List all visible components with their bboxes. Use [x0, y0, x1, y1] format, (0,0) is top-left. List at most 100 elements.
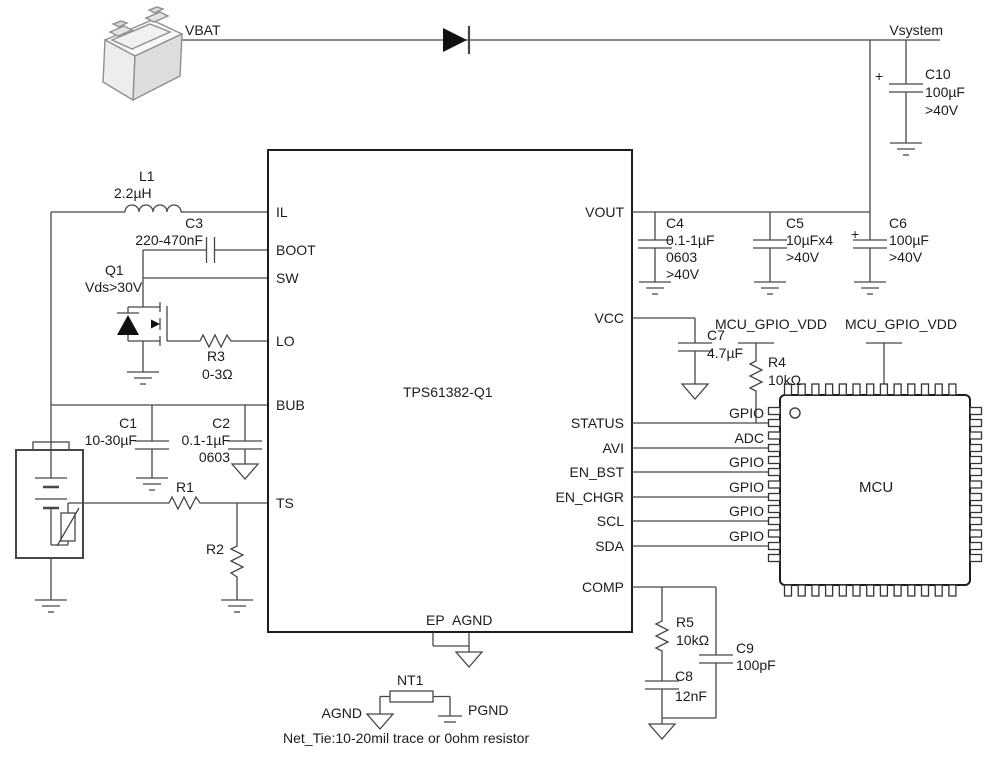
c10-polarity: +: [875, 68, 884, 84]
c3-ref: C3: [185, 215, 203, 231]
resistor-R1-symbol: [68, 495, 268, 511]
ic-pin-sw: SW: [276, 270, 299, 286]
ic-body: [267, 149, 633, 633]
vbat-net-label: VBAT: [185, 22, 221, 38]
power-rail-left-symbol: [738, 342, 774, 358]
ic-pin-scl: SCL: [596, 513, 624, 529]
ic-pin-en-chgr: EN_CHGR: [555, 489, 624, 505]
signal-wires: [632, 422, 769, 547]
r2-ref: R2: [206, 541, 224, 557]
c10-value: 100µF: [925, 84, 965, 100]
ic-pin-vout: VOUT: [585, 204, 624, 220]
mcu-wire-label-en-chgr: GPIO: [728, 479, 764, 495]
r3-ref: R3: [207, 348, 225, 364]
mcu-pins: [767, 383, 983, 597]
capacitor-C2-symbol: [227, 405, 263, 480]
ep-agnd-wires: [432, 633, 483, 668]
c10-ref: C10: [925, 66, 951, 82]
c8-ref: C8: [675, 668, 693, 684]
ic-pin-sda: SDA: [595, 538, 624, 554]
c6-ref: C6: [889, 215, 907, 231]
vsystem-net-label: Vsystem: [889, 22, 943, 38]
l1-value: 2.2µH: [114, 185, 152, 201]
c1-value: 10-30µF: [84, 432, 137, 448]
ic-pin-en-bst: EN_BST: [569, 464, 624, 480]
c9-ref: C9: [736, 640, 754, 656]
c4-ref: C4: [666, 215, 684, 231]
capacitor-C5-symbol: [752, 212, 788, 295]
reverse-blocking-diode-symbol: [443, 26, 471, 54]
mcu-power-rail-right-label: MCU_GPIO_VDD: [845, 316, 958, 332]
c2-size: 0603: [198, 449, 230, 465]
mcu-body: [779, 394, 971, 586]
r4-value: 10kΩ: [768, 372, 802, 388]
c6-value: 100µF: [889, 232, 929, 248]
c10-rating: >40V: [925, 102, 959, 118]
capacitor-C10-symbol: [888, 40, 924, 156]
q1-value: Vds>30V: [85, 279, 143, 295]
r4-ref: R4: [768, 354, 786, 370]
mcu-wire-label-avi: ADC: [734, 430, 764, 446]
ic-pin-ep: EP: [426, 612, 445, 628]
mcu-wire-label-sda: GPIO: [728, 528, 764, 544]
power-rail-right-symbol: [866, 342, 902, 384]
sw-wire: [142, 250, 268, 307]
mcu-wire-label-scl: GPIO: [728, 503, 764, 519]
mcu-power-rail-left-label: MCU_GPIO_VDD: [715, 316, 828, 332]
comp-network-symbol: [632, 586, 734, 740]
l1-ref: L1: [139, 168, 155, 184]
c7-ref: C7: [707, 327, 725, 343]
ic-pin-vcc: VCC: [594, 310, 624, 326]
ic-pin-ts: TS: [276, 495, 294, 511]
c5-value: 10µFx4: [786, 232, 833, 248]
r1-ref: R1: [176, 479, 194, 495]
ic-pin-boot: BOOT: [276, 242, 316, 258]
c6-polarity: +: [851, 226, 860, 242]
capacitor-C3-symbol: [143, 237, 268, 263]
ic-pin-lo: LO: [276, 333, 295, 349]
ic-pin-agnd: AGND: [452, 612, 493, 628]
c3-value: 220-470nF: [135, 232, 203, 248]
c2-value: 0.1-1µF: [181, 432, 230, 448]
input-rail-wire: [50, 211, 268, 442]
capacitor-C6-symbol: [852, 212, 888, 295]
c4-size: 0603: [666, 249, 698, 265]
c2-ref: C2: [212, 415, 230, 431]
car-battery-image: [102, 6, 184, 102]
c1-ref: C1: [119, 415, 137, 431]
resistor-R4-symbol: [748, 358, 764, 423]
c6-rating: >40V: [889, 249, 923, 265]
c5-rating: >40V: [786, 249, 820, 265]
ic-name: TPS61382-Q1: [403, 384, 493, 400]
c5-ref: C5: [786, 215, 804, 231]
ic-pin-bub: BUB: [276, 397, 305, 413]
c4-rating: >40V: [666, 266, 700, 282]
c7-value: 4.7µF: [707, 345, 744, 361]
capacitor-C7-symbol: [632, 317, 713, 400]
nt1-ref: NT1: [397, 672, 424, 688]
r3-value: 0-3Ω: [202, 366, 233, 382]
capacitor-C1-symbol: [134, 405, 170, 491]
vbat-wire: [172, 39, 940, 212]
nt1-pgnd-label: PGND: [468, 702, 509, 718]
mcu-name: MCU: [859, 479, 894, 496]
resistor-R3-symbol: [167, 333, 268, 349]
mosfet-Q1-symbol: [117, 302, 168, 385]
net-tie-note: Net_Tie:10-20mil trace or 0ohm resistor: [283, 730, 530, 746]
ic-pin-comp: COMP: [582, 579, 624, 595]
nt1-agnd-label: AGND: [321, 705, 362, 721]
ic-pin-il: IL: [276, 204, 288, 220]
q1-ref: Q1: [105, 262, 124, 278]
capacitor-C4-symbol: [637, 212, 673, 295]
r5-ref: R5: [676, 614, 694, 630]
ic-pin-status: STATUS: [570, 415, 624, 431]
mcu-wire-label-en-bst: GPIO: [728, 454, 764, 470]
mcu-wire-label-status: GPIO: [728, 405, 764, 421]
ic-pin-avi: AVI: [602, 440, 624, 456]
c8-value: 12nF: [675, 688, 707, 704]
battery-pack-symbol: [15, 441, 84, 613]
resistor-R2-symbol: [220, 503, 254, 613]
inductor-L1-symbol: [124, 204, 182, 213]
